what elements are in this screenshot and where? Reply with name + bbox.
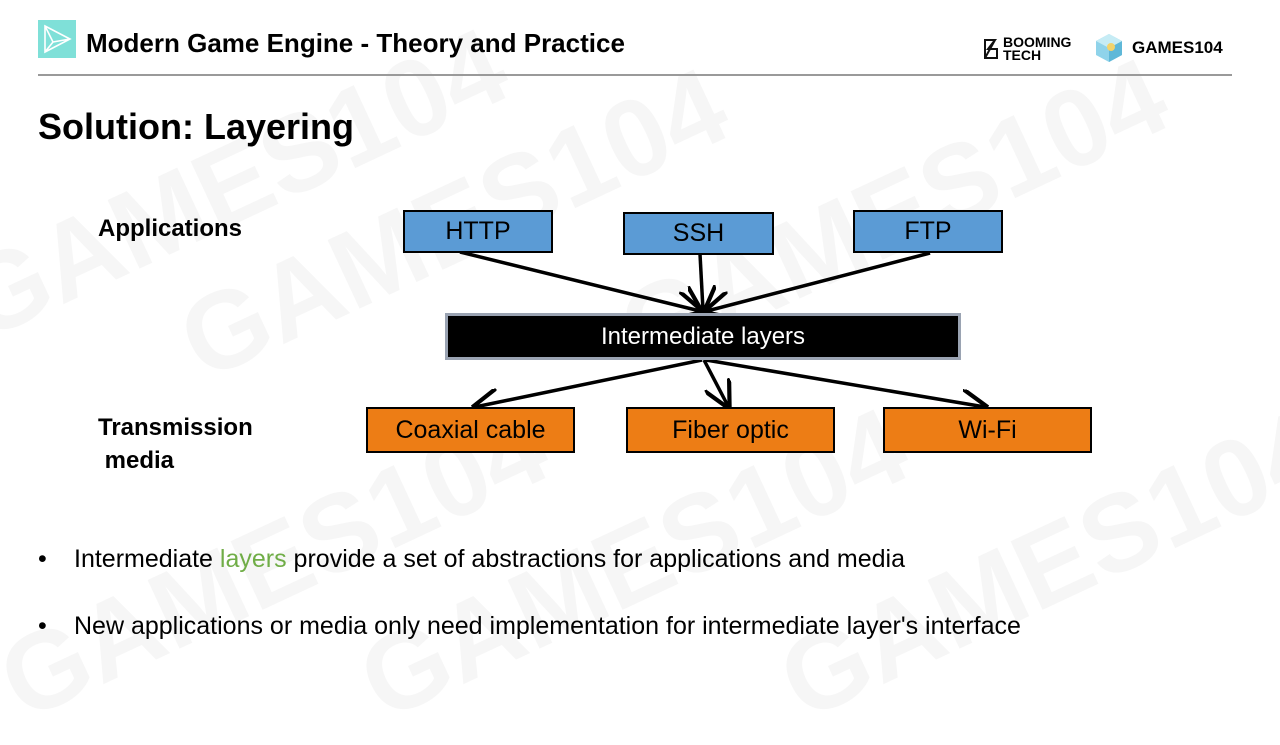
games104-cube-icon (1096, 34, 1122, 62)
games104-logo: GAMES104 (1094, 32, 1223, 64)
application-box-ssh: SSH (623, 212, 774, 255)
transmission-media-label-line2: media (98, 447, 175, 474)
transmission-media-label: Transmission media (98, 411, 253, 477)
bullet-text: Intermediate layers provide a set of abs… (74, 545, 906, 573)
bullet-dot: • (38, 545, 47, 573)
bullet-text: New applications or media only need impl… (74, 612, 1021, 640)
arrow-intermediate-to-wifi (705, 358, 985, 407)
booming-tech-icon (984, 39, 998, 59)
highlight-text: layers (219, 545, 287, 573)
booming-tech-logo: BOOMING TECH (982, 34, 1072, 63)
arrow-intermediate-to-coaxial (475, 358, 703, 407)
games104-text: GAMES104 (1132, 38, 1223, 57)
media-box-wifi: Wi-Fi (883, 407, 1092, 453)
bullet-item: • New applications or media only need im… (38, 612, 1021, 641)
booming-text: BOOMING (1003, 34, 1072, 50)
arrow-http-to-intermediate (459, 250, 700, 311)
arrow-intermediate-to-fiber (702, 359, 728, 406)
application-box-ftp: FTP (853, 210, 1003, 253)
course-title: Modern Game Engine - Theory and Practice (86, 28, 625, 58)
intermediate-layers-box: Intermediate layers (445, 313, 961, 360)
course-logo-icon (38, 20, 76, 58)
bullet-dot: • (38, 612, 47, 640)
media-box-fiber-optic: Fiber optic (626, 407, 835, 453)
bullet-item: • Intermediate layers provide a set of a… (38, 545, 905, 574)
slide-title: Solution: Layering (38, 106, 355, 147)
tech-text: TECH (1003, 47, 1042, 63)
transmission-media-label-line1: Transmission (98, 414, 253, 441)
application-box-http: HTTP (403, 210, 553, 253)
header-divider (38, 74, 1232, 76)
arrow-ssh-to-intermediate (700, 253, 703, 310)
arrow-ftp-to-intermediate (707, 251, 931, 311)
applications-label: Applications (98, 215, 243, 242)
media-box-coaxial-cable: Coaxial cable (366, 407, 575, 453)
